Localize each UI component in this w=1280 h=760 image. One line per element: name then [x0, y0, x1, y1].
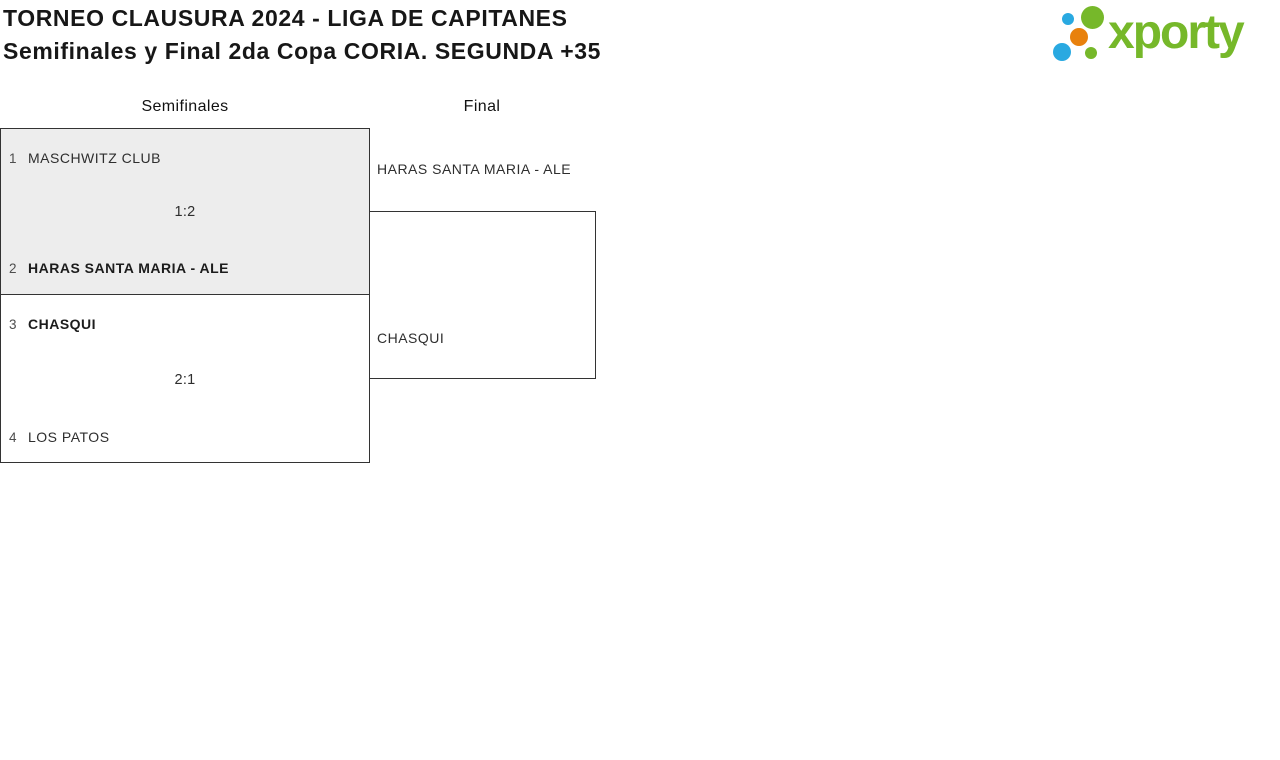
round-header-semifinals: Semifinales — [141, 98, 229, 115]
team-seed: 3 — [9, 317, 17, 332]
team-seed: 2 — [9, 261, 17, 276]
team-name: CHASQUI — [28, 316, 97, 332]
logo-dot-green-large-icon — [1081, 6, 1104, 29]
page-subtitle: Semifinales y Final 2da Copa CORIA. SEGU… — [3, 38, 602, 64]
match-box-semifinal-2: 3 CHASQUI 2:1 4 LOS PATOS — [0, 294, 370, 463]
logo-dot-green-small-icon — [1085, 47, 1097, 59]
match-score: 1:2 — [174, 204, 196, 220]
team-row: 3 CHASQUI — [9, 316, 96, 332]
match-score: 2:1 — [174, 372, 196, 388]
match-box-semifinal-1: 1 MASCHWITZ CLUB 1:2 2 HARAS SANTA MARIA… — [0, 128, 370, 295]
logo-wordmark: xporty — [1108, 6, 1245, 59]
team-name: LOS PATOS — [28, 429, 110, 445]
team-name: HARAS SANTA MARIA - ALE — [28, 260, 230, 276]
page-title: TORNEO CLAUSURA 2024 - LIGA DE CAPITANES — [3, 5, 568, 31]
team-seed: 4 — [9, 430, 17, 445]
final-team-bottom: CHASQUI — [377, 330, 445, 346]
logo-dot-blue-medium-icon — [1053, 43, 1071, 61]
final-team-top: HARAS SANTA MARIA - ALE — [377, 161, 572, 177]
team-row: 1 MASCHWITZ CLUB — [9, 150, 161, 166]
team-row: 2 HARAS SANTA MARIA - ALE — [9, 260, 229, 276]
xporty-logo[interactable]: xporty — [1045, 0, 1280, 72]
page-header: TORNEO CLAUSURA 2024 - LIGA DE CAPITANES… — [3, 2, 601, 68]
team-row: 4 LOS PATOS — [9, 429, 110, 445]
match-box-final — [369, 211, 596, 379]
round-header-final: Final — [463, 98, 501, 115]
logo-dot-blue-small-icon — [1062, 13, 1074, 25]
team-seed: 1 — [9, 151, 17, 166]
team-name: MASCHWITZ CLUB — [28, 150, 161, 166]
logo-dot-orange-icon — [1070, 28, 1088, 46]
